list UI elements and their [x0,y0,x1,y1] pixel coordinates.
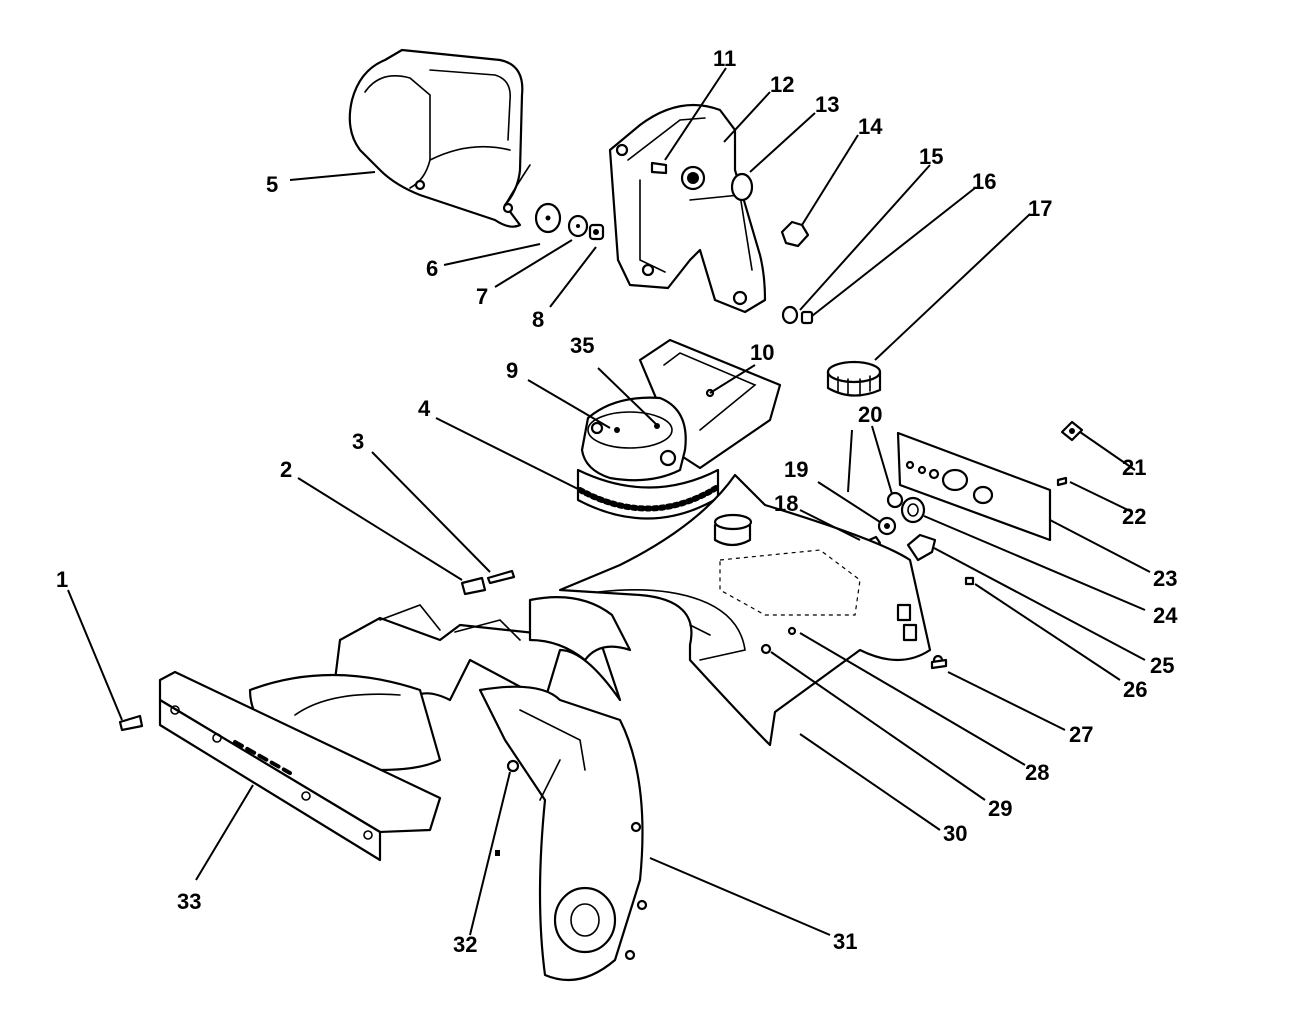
part-2-bracket [460,576,487,596]
part-33-scraper-bar [158,670,442,862]
callout-13: 13 [815,92,839,117]
callout-27: 27 [1069,722,1093,747]
callout-35: 35 [570,333,594,358]
part-30-housing [558,473,944,747]
part-25-knob [906,533,937,562]
part-6-washer [534,202,562,234]
callout-29: 29 [988,796,1012,821]
leader-lines [67,67,1151,936]
part-27-screw [930,658,948,670]
callout-16: 16 [972,169,996,194]
callout-7: 7 [476,284,488,309]
callout-25: 25 [1150,653,1174,678]
part-14-knob [780,220,810,248]
callout-6: 6 [426,256,438,281]
callout-1: 1 [56,567,68,592]
callout-3: 3 [352,429,364,454]
callout-5: 5 [266,172,278,197]
callout-28: 28 [1025,760,1049,785]
callout-8: 8 [532,307,544,332]
callout-4: 4 [418,396,431,421]
part-15-washer [781,305,799,325]
part-3-bolts [486,569,516,585]
callout-31: 31 [833,929,857,954]
callout-30: 30 [943,821,967,846]
callout-12: 12 [770,72,794,97]
part-8-nut [588,223,605,241]
part-29-nut [760,643,772,655]
part-28-screw [787,626,797,636]
callout-24: 24 [1153,603,1178,628]
callout-22: 22 [1122,504,1146,529]
callout-17: 17 [1028,196,1052,221]
callout-labels: 1 2 3 4 5 6 7 8 9 10 11 12 13 14 15 16 1… [56,46,1178,957]
part-17-cap [826,360,882,397]
callout-2: 2 [280,457,292,482]
part-26-clip [964,576,975,586]
callout-11: 11 [713,46,736,71]
callout-19: 19 [784,457,808,482]
callout-26: 26 [1123,677,1147,702]
callout-10: 10 [750,340,774,365]
part-1-bolt [118,714,144,732]
part-32-nut [506,759,520,773]
part-5-chute-deflector [348,48,531,228]
part-19-bushing [877,516,897,536]
callout-18: 18 [774,491,798,516]
callout-9: 9 [506,358,518,383]
part-12-upper-chute [608,103,767,314]
callout-14: 14 [858,114,883,139]
part-13-washer [730,172,754,202]
callout-21: 21 [1122,455,1146,480]
part-20-nut [886,491,904,509]
callout-32: 32 [453,932,477,957]
part-11-bolt [650,161,668,175]
part-16-nut [800,310,814,325]
callout-33: 33 [177,889,201,914]
callout-20: 20 [858,402,882,427]
callout-15: 15 [919,144,943,169]
part-24-bearing [900,496,926,524]
callout-23: 23 [1153,566,1177,591]
part-31-auger-housing [248,596,648,982]
part-7-washer [567,214,589,238]
part-21-grommet [1060,420,1084,442]
part-23-panel [896,431,1052,542]
part-22-screw [1056,476,1068,487]
